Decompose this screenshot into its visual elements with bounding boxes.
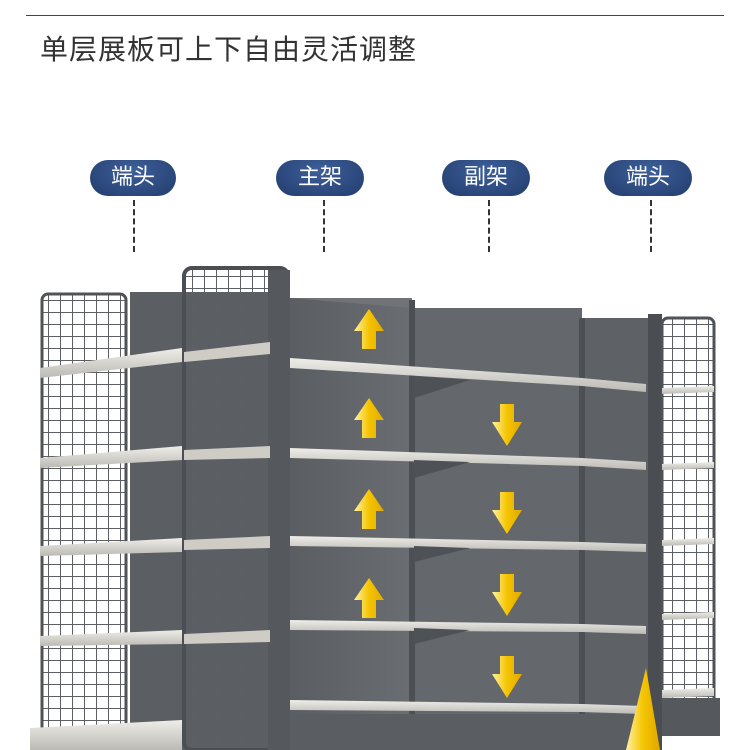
dashed-pointer-2 [323,200,325,252]
upright-post [409,300,415,750]
top-divider [26,15,724,16]
shelf-boards [290,358,646,714]
arrow-up-icon [626,668,660,750]
arrow-down-icon [492,656,522,698]
arrow-down-icon [492,404,522,446]
arrow-up-icon [354,578,384,618]
left-end-shelves [30,348,182,750]
arrow-down-icon [492,492,522,534]
mesh-panel-shelves [184,342,270,644]
arrow-down-icon [492,574,522,616]
label-end-right: 端头 [604,160,692,196]
label-sub-frame: 副架 [442,160,530,196]
label-end-left: 端头 [90,160,176,196]
page-headline: 单层展板可上下自由灵活调整 [40,33,418,66]
arrow-up-icon [354,398,384,438]
dashed-pointer-1 [133,200,135,252]
upright-post [579,318,585,750]
dashed-pointer-4 [650,200,652,252]
shelf-brackets [414,376,470,644]
upright-post [648,314,662,750]
right-end-grid [660,316,716,710]
arrow-up-icon [354,309,384,349]
label-main-frame: 主架 [276,160,364,196]
dashed-pointer-3 [488,200,490,252]
arrow-up-icon [354,489,384,529]
